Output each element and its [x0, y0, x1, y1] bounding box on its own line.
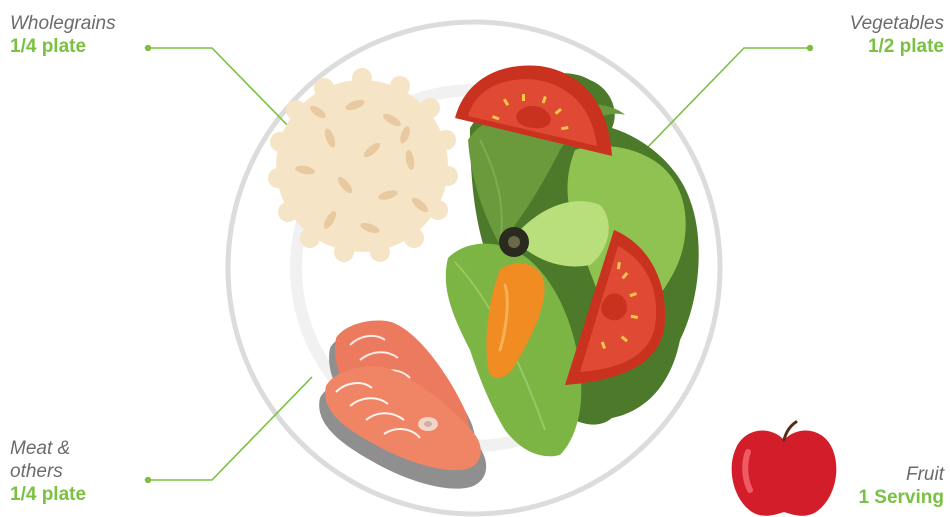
- meat-label: Meat & others 1/4 plate: [10, 438, 86, 506]
- vegetables-amount: 1/2 plate: [850, 36, 944, 59]
- meat-category-line1: Meat &: [10, 438, 86, 461]
- wholegrains-category: Wholegrains: [10, 13, 116, 36]
- vegetables-category: Vegetables: [850, 13, 944, 36]
- fruit-label: Fruit 1 Serving: [858, 464, 944, 510]
- wholegrains-label: Wholegrains 1/4 plate: [10, 13, 116, 59]
- wholegrains-amount: 1/4 plate: [10, 36, 116, 59]
- fruit-amount: 1 Serving: [858, 487, 944, 510]
- apple-icon: [732, 422, 837, 516]
- vegetables-label: Vegetables 1/2 plate: [850, 13, 944, 59]
- wholegrains-leader-line: [148, 48, 294, 132]
- meat-amount: 1/4 plate: [10, 484, 86, 507]
- meat-category-line2: others: [10, 461, 86, 484]
- fruit-category: Fruit: [858, 464, 944, 487]
